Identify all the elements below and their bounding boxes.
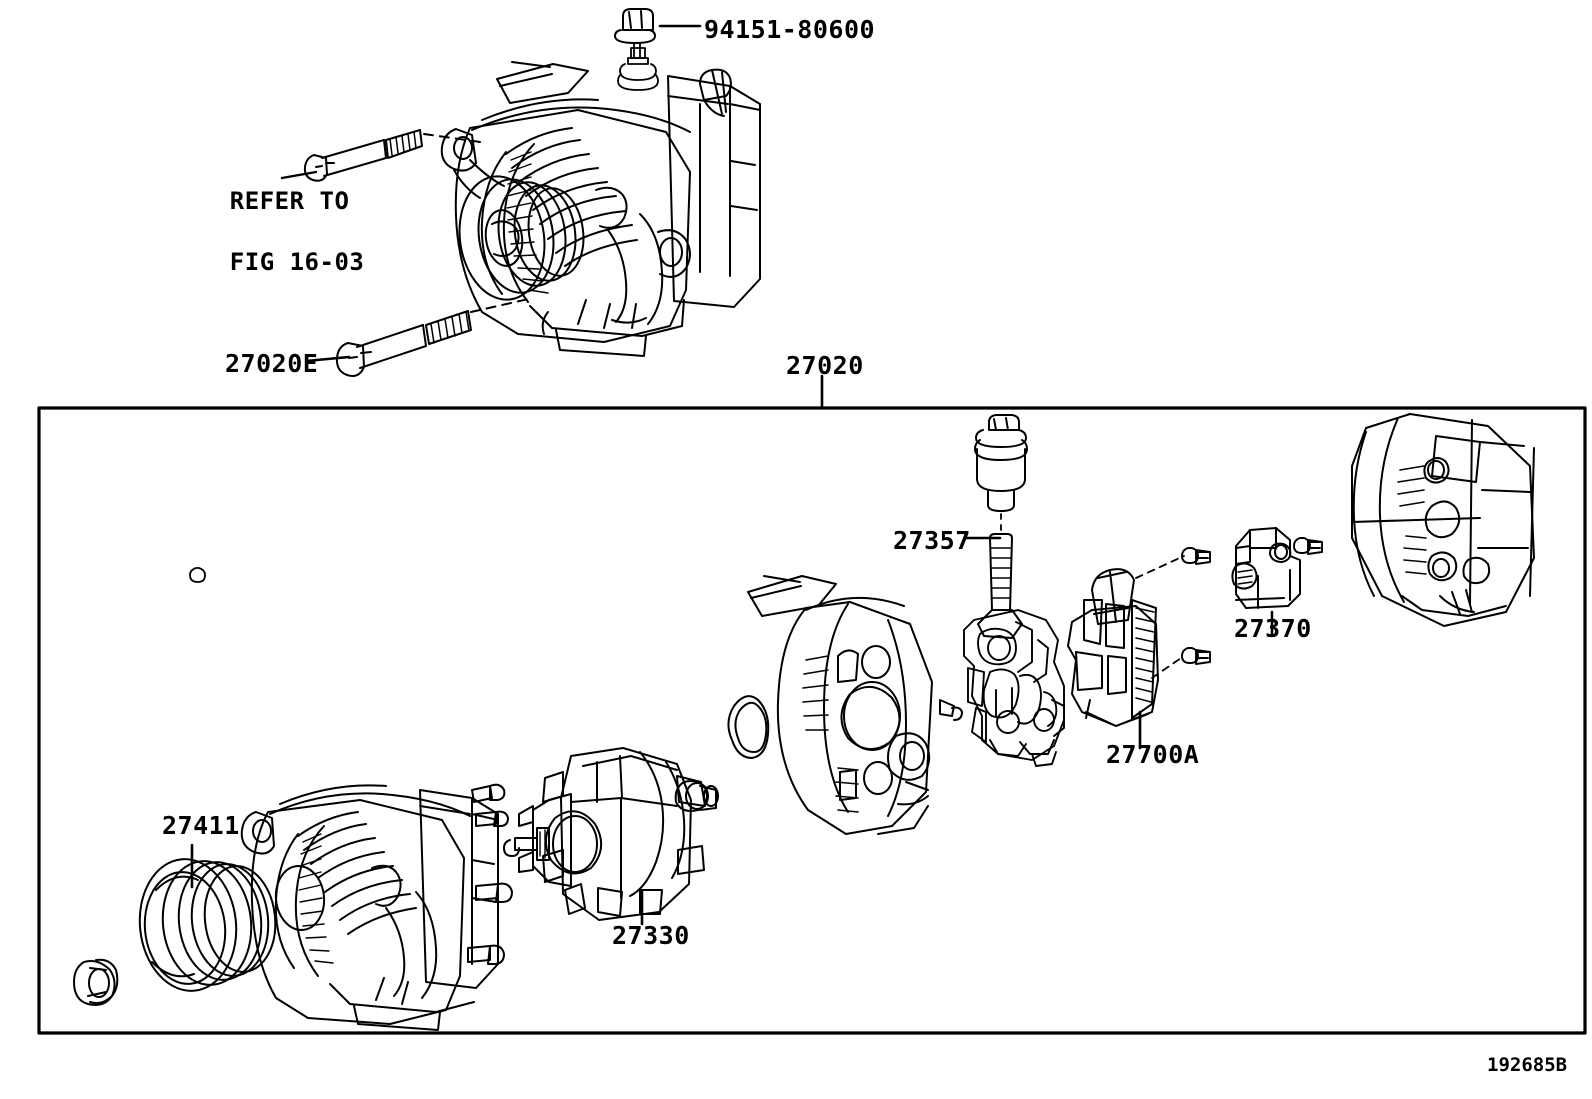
part-front-housing bbox=[747, 575, 963, 835]
label-27020: 27020 bbox=[786, 351, 864, 380]
label-27020E: 27020E bbox=[225, 349, 319, 378]
part-27357-shaft bbox=[977, 533, 1023, 639]
part-rear-housing bbox=[1351, 413, 1535, 627]
part-alternator-assembly-top bbox=[440, 61, 761, 357]
part-27357-cap bbox=[974, 414, 1028, 512]
leader-27020E bbox=[304, 355, 351, 363]
part-27370-brush-holder bbox=[1231, 527, 1301, 609]
part-bolt-upper bbox=[303, 129, 423, 182]
label-refer-to-fig: REFER TO FIG 16-03 bbox=[170, 155, 364, 309]
label-27411: 27411 bbox=[162, 811, 240, 840]
part-27700A-regulator bbox=[1067, 568, 1159, 727]
part-pulley-top bbox=[458, 175, 585, 301]
part-terminal-stud bbox=[617, 43, 659, 91]
label-27357: 27357 bbox=[893, 526, 971, 555]
part-screw-extra bbox=[189, 567, 206, 583]
part-pulley-nut bbox=[73, 958, 119, 1006]
leader-refer-fig bbox=[280, 170, 318, 180]
label-27370: 27370 bbox=[1234, 614, 1312, 643]
part-27411-pulley bbox=[138, 858, 277, 992]
part-bolt-27020E bbox=[335, 310, 472, 377]
part-regulator-screws bbox=[1181, 547, 1211, 665]
dash-bolt-upper bbox=[423, 133, 481, 143]
dash-screw-lower bbox=[1151, 655, 1185, 679]
label-27700A: 27700A bbox=[1106, 740, 1200, 769]
part-terminal-nut bbox=[614, 8, 656, 44]
sheet-code: 192685B bbox=[1487, 1054, 1568, 1076]
refer-line-2: FIG 16-03 bbox=[229, 248, 365, 277]
part-alternator-body-bottom bbox=[240, 783, 513, 1031]
dash-screw-upper bbox=[1135, 555, 1185, 579]
label-27330: 27330 bbox=[612, 921, 690, 950]
refer-line-1: REFER TO bbox=[229, 186, 350, 215]
part-27330-rotor bbox=[503, 747, 719, 921]
dash-bolt-lower bbox=[470, 297, 534, 313]
part-housing-screw bbox=[1293, 537, 1323, 555]
part-brush-rectifier-stack bbox=[963, 609, 1065, 767]
part-seal-ring bbox=[727, 695, 770, 759]
label-94151-80600: 94151-80600 bbox=[704, 15, 876, 44]
